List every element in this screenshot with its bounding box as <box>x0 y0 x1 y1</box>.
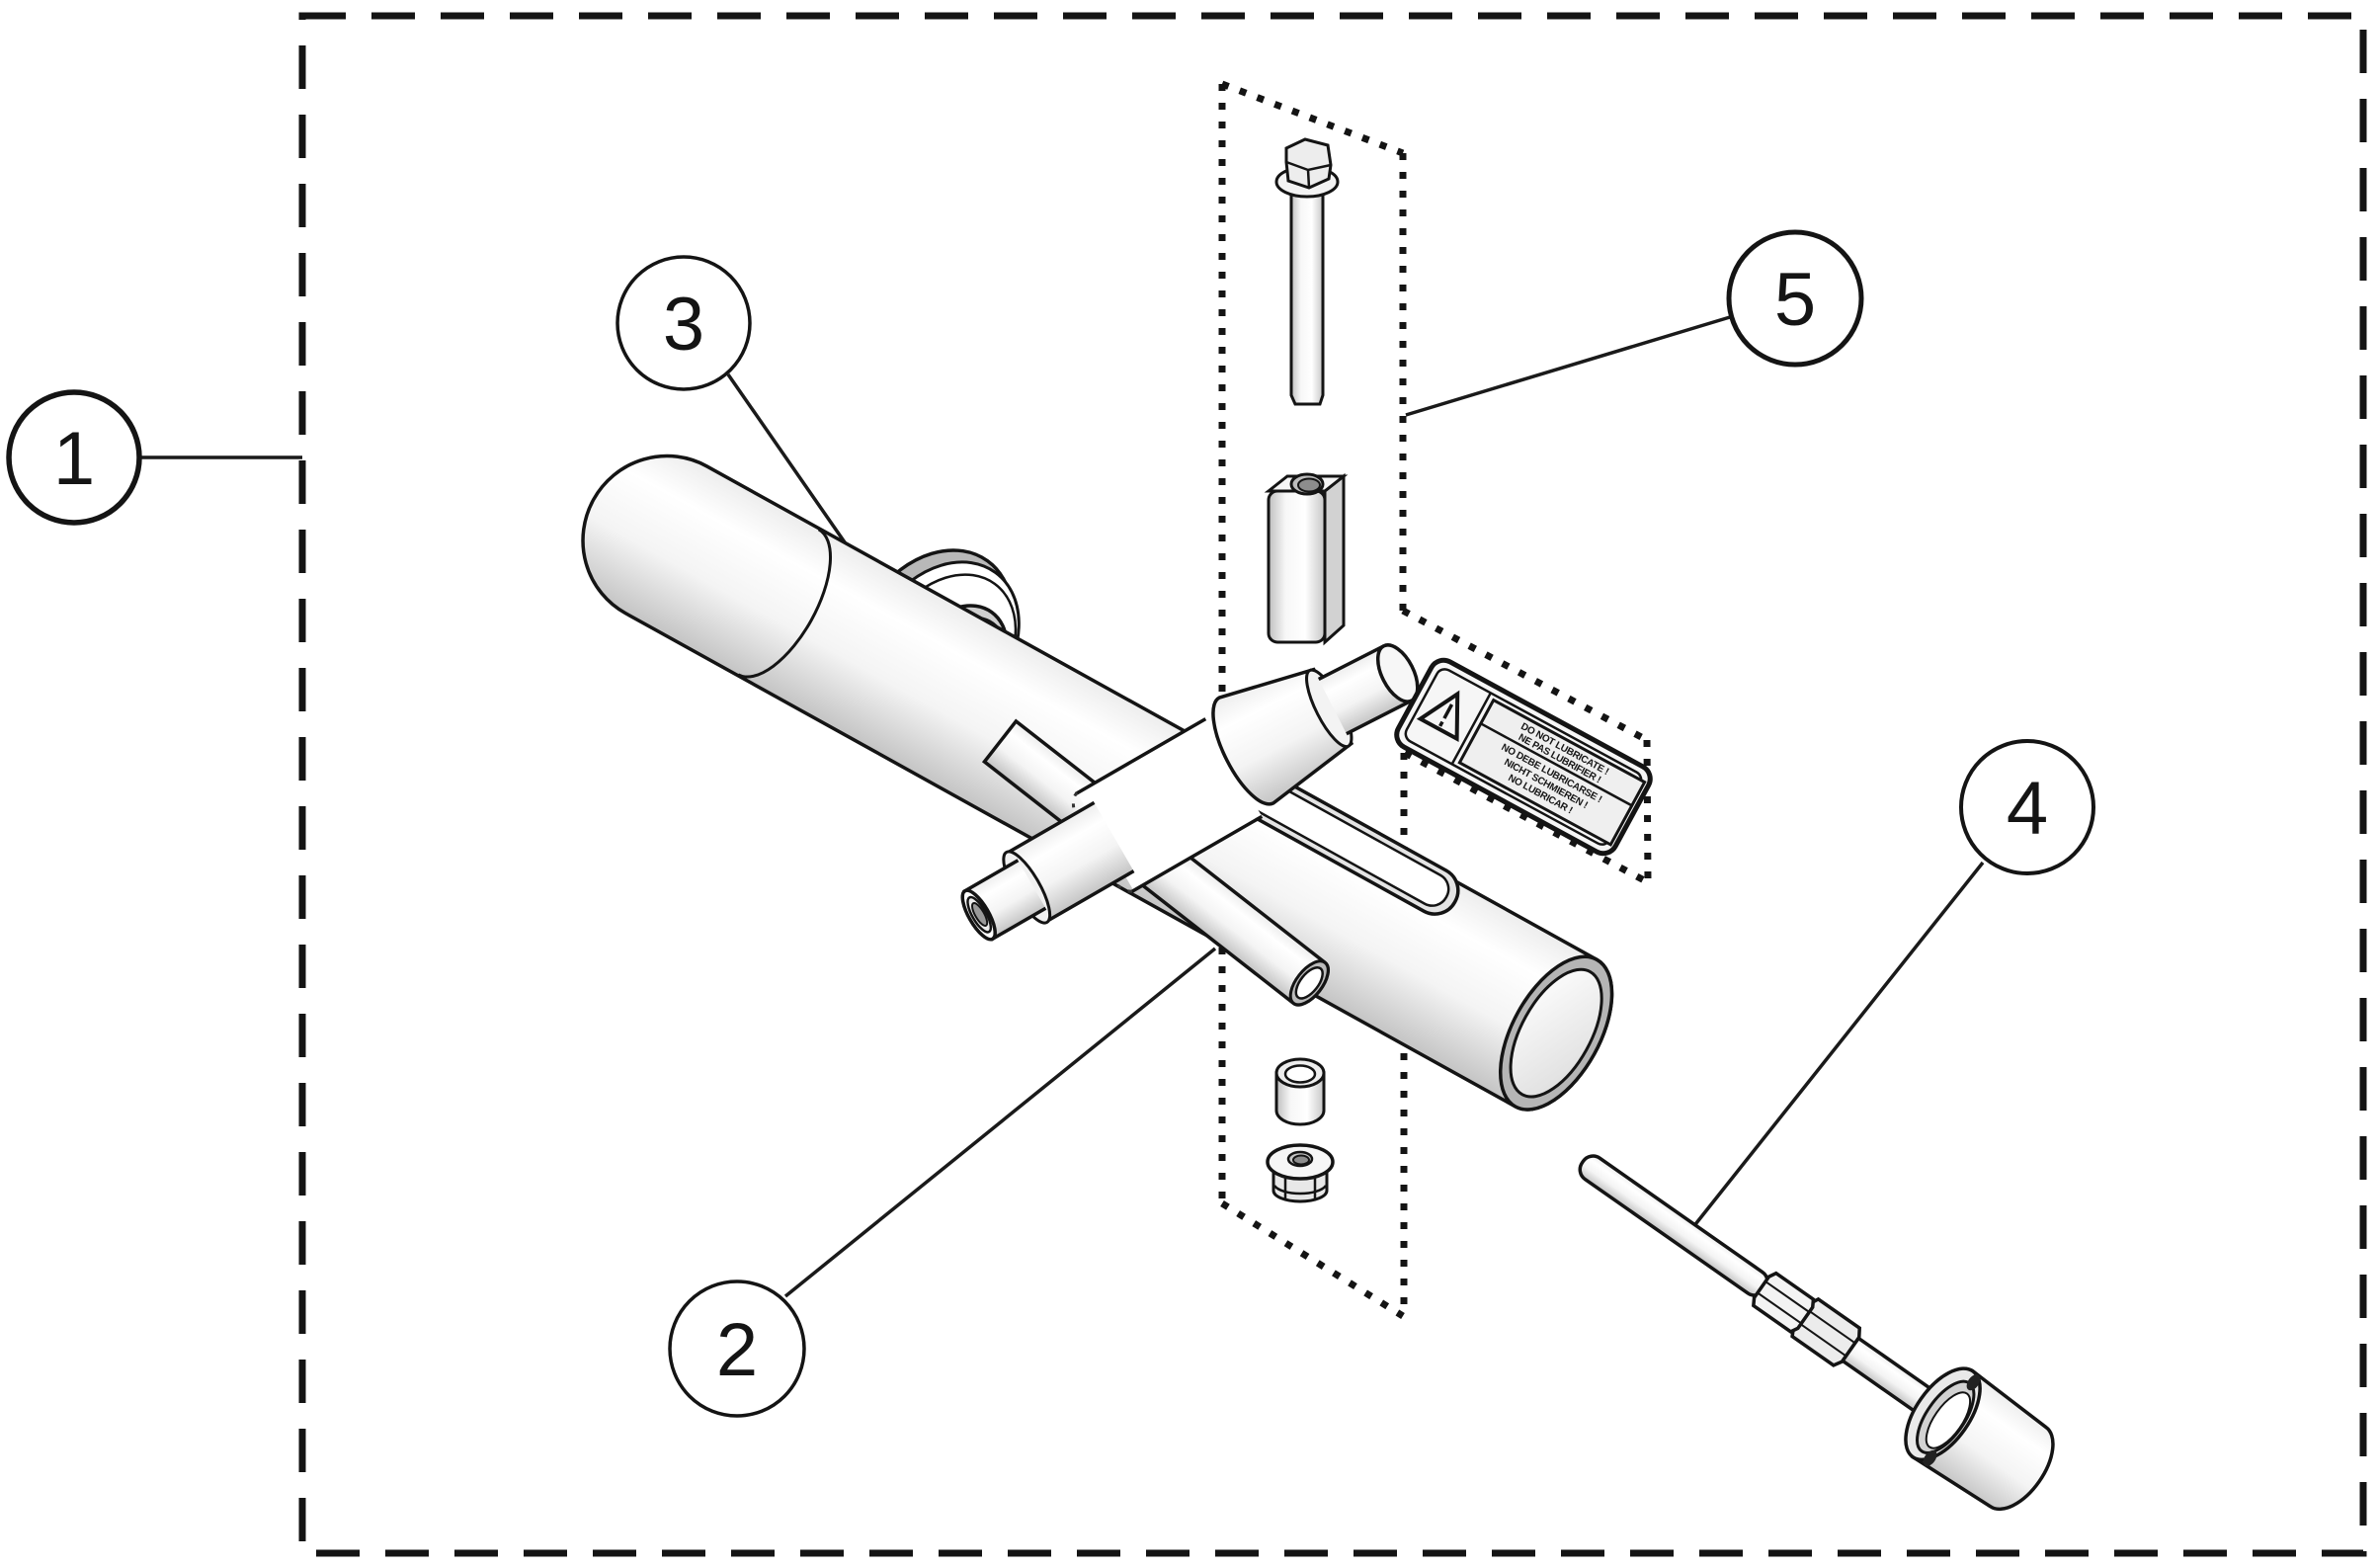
tool-ring-end <box>1904 1366 2055 1512</box>
part-4-wrench-tool <box>1578 1154 2055 1512</box>
warning-label-dotted-outline <box>1401 607 1652 886</box>
leader-lines <box>139 315 1985 1298</box>
callout-3-number: 3 <box>663 283 704 367</box>
ring-hole-bottom <box>1923 1449 1937 1466</box>
callouts: 1 2 3 4 5 <box>6 229 2095 1418</box>
callout-3: 3 <box>615 255 752 391</box>
part-2-valve-body <box>581 454 1614 1112</box>
body-nozzle <box>960 717 1264 942</box>
body-cap-seam <box>737 528 832 679</box>
warning-label: DO NOT LUBRICATE ! NE PAS LUBRIFIER ! NO… <box>1394 657 1653 857</box>
warning-triangle-icon <box>1416 690 1460 742</box>
ring-hole-top <box>1966 1374 1981 1391</box>
callout-1-circle <box>6 389 142 526</box>
callout-5: 5 <box>1726 229 1864 368</box>
bushing <box>1274 1057 1326 1126</box>
bolt-hex-head <box>1284 137 1333 190</box>
callout-2-circle <box>668 1279 806 1418</box>
spacer-block <box>1264 472 1349 646</box>
callout-3-circle <box>615 255 752 391</box>
callout-2-number: 2 <box>716 1308 758 1392</box>
tool-hex-nut-1 <box>1752 1271 1816 1334</box>
callout-4: 4 <box>1959 739 2095 875</box>
part-5-hardware-group <box>1264 137 1349 1203</box>
flange-nut <box>1266 1143 1335 1203</box>
leader-line-2 <box>783 947 1217 1298</box>
callout-4-circle <box>1959 739 2095 875</box>
callout-1: 1 <box>6 389 142 526</box>
callout-1-number: 1 <box>53 417 95 501</box>
body-inlet-barb-fitting <box>1211 643 1420 806</box>
callout-5-number: 5 <box>1774 258 1816 342</box>
callout-2: 2 <box>668 1279 806 1418</box>
callout-5-circle <box>1726 229 1864 368</box>
body-open-end <box>1498 954 1614 1112</box>
callout-4-number: 4 <box>2007 767 2048 851</box>
flange-bolt <box>1274 137 1340 406</box>
leader-line-5 <box>1405 315 1731 417</box>
leader-line-4 <box>1690 861 1985 1230</box>
tool-rod-upper <box>1578 1154 1769 1297</box>
